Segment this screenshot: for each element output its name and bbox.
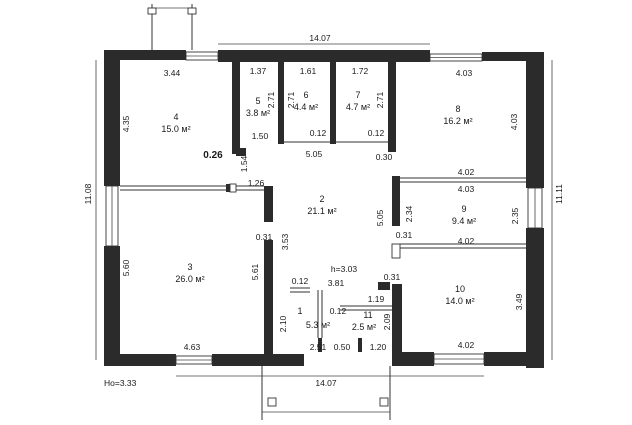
dim-2-09: 2.09 bbox=[382, 313, 392, 330]
dim-top-total: 14.07 bbox=[309, 33, 331, 43]
dim-2-71-c: 2.71 bbox=[375, 91, 385, 108]
wall-right-upper bbox=[526, 52, 544, 188]
wall-hall-room9 bbox=[392, 176, 400, 226]
dim-5-61: 5.61 bbox=[250, 263, 260, 280]
room-6-number: 6 bbox=[303, 90, 308, 100]
dim-2-71-a: 2.71 bbox=[266, 91, 276, 108]
dim-1-37: 1.37 bbox=[250, 66, 267, 76]
dim-1-54: 1.54 bbox=[239, 155, 249, 172]
dim-2-35: 2.35 bbox=[510, 207, 520, 224]
wall-room4-east bbox=[232, 62, 240, 154]
dim-2-34: 2.34 bbox=[404, 205, 414, 222]
dim-0-12-d: 0.12 bbox=[330, 306, 347, 316]
dim-2-10: 2.10 bbox=[278, 315, 288, 332]
wall-6-7 bbox=[330, 62, 336, 144]
dim-0-31-c: 0.31 bbox=[384, 272, 401, 282]
room-11-number: 11 bbox=[363, 310, 372, 320]
room-1-number: 1 bbox=[297, 306, 302, 316]
wall-top-left bbox=[104, 50, 186, 60]
room-2-number: 2 bbox=[319, 194, 324, 204]
dim-4-02-c: 4.02 bbox=[458, 340, 475, 350]
porch-top bbox=[147, 4, 197, 50]
dim-4-02-b: 4.02 bbox=[458, 236, 475, 246]
dim-0-31-a: 0.31 bbox=[256, 232, 273, 242]
dim-4-03-mid: 4.03 bbox=[458, 184, 475, 194]
wall-bottom-right bbox=[484, 352, 544, 366]
dim-4-35: 4.35 bbox=[121, 115, 131, 132]
floor-height-note: Ho=3.33 bbox=[104, 378, 137, 388]
wall-5-6 bbox=[278, 62, 284, 144]
wall-7-8 bbox=[388, 62, 396, 152]
dim-3-53: 3.53 bbox=[280, 233, 290, 250]
dim-0-30: 0.30 bbox=[376, 152, 393, 162]
dim-0-50: 0.50 bbox=[334, 342, 351, 352]
dimension-lines bbox=[95, 43, 553, 377]
room-8-area: 16.2 м² bbox=[443, 116, 472, 126]
dim-right-total: 11.11 bbox=[554, 184, 564, 204]
wall-bottom-left bbox=[104, 354, 176, 366]
dim-5-05-b: 5.05 bbox=[375, 209, 385, 226]
room-3-number: 3 bbox=[187, 262, 192, 272]
room-10-number: 10 bbox=[455, 284, 465, 294]
dim-3-49: 3.49 bbox=[514, 293, 524, 310]
wall-hall-room3-upper bbox=[264, 186, 273, 222]
outer-walls bbox=[104, 50, 544, 368]
room-9-area: 9.4 м² bbox=[452, 216, 476, 226]
dim-4-63: 4.63 bbox=[184, 342, 201, 352]
dim-5-05-a: 5.05 bbox=[306, 149, 323, 159]
dim-1-61: 1.61 bbox=[300, 66, 317, 76]
dim-4-03-right: 4.03 bbox=[509, 113, 519, 130]
room-10-area: 14.0 м² bbox=[445, 296, 474, 306]
wall-bottom-mid-left bbox=[212, 354, 304, 366]
wall-left-lower bbox=[104, 246, 120, 366]
room-11-area: 2.5 м² bbox=[352, 322, 376, 332]
dim-1-19: 1.19 bbox=[368, 294, 385, 304]
ceiling-height-note: h=3.03 bbox=[331, 264, 358, 274]
dim-0-26: 0.26 bbox=[203, 150, 223, 161]
dim-2-71-b: 2.71 bbox=[286, 91, 296, 108]
wall-right-lower bbox=[526, 228, 544, 368]
partition-lines bbox=[120, 141, 526, 338]
room-9-number: 9 bbox=[461, 204, 466, 214]
window-openings bbox=[105, 51, 543, 365]
dimension-labels: 14.07 14.07 11.08 11.11 3.44 1.37 1.61 1… bbox=[83, 33, 564, 388]
dim-4-02-a: 4.02 bbox=[458, 167, 475, 177]
dim-5-60: 5.60 bbox=[121, 259, 131, 276]
wall-top-middle bbox=[218, 50, 430, 62]
dim-0-12-b: 0.12 bbox=[368, 128, 385, 138]
dim-0-31-b: 0.31 bbox=[396, 230, 413, 240]
room-1-area: 5.3 м² bbox=[306, 320, 330, 330]
room-8-number: 8 bbox=[455, 104, 460, 114]
porch-bottom bbox=[261, 366, 391, 420]
dim-1-72: 1.72 bbox=[352, 66, 369, 76]
dim-left-total: 11.08 bbox=[83, 183, 93, 204]
wall-top-right bbox=[482, 52, 544, 61]
dim-1-20: 1.20 bbox=[370, 342, 387, 352]
dim-3-44: 3.44 bbox=[164, 68, 181, 78]
dim-1-26: 1.26 bbox=[248, 178, 265, 188]
room-4-number: 4 bbox=[173, 112, 178, 122]
dim-4-03-top: 4.03 bbox=[456, 68, 473, 78]
dim-3-81: 3.81 bbox=[328, 278, 345, 288]
room-6-area: 4.4 м² bbox=[294, 102, 318, 112]
room-4-area: 15.0 м² bbox=[161, 124, 190, 134]
room-7-number: 7 bbox=[355, 90, 360, 100]
dim-bottom-total: 14.07 bbox=[315, 378, 337, 388]
dim-0-12-a: 0.12 bbox=[310, 128, 327, 138]
dim-0-12-c: 0.12 bbox=[292, 276, 309, 286]
wall-left-upper bbox=[104, 50, 120, 186]
room-7-area: 4.7 м² bbox=[346, 102, 370, 112]
wall-hall-room3-lower bbox=[264, 240, 273, 354]
wall-bottom-mid-right bbox=[392, 352, 434, 366]
dim-2-51: 2.51 bbox=[310, 342, 327, 352]
room-labels: 4 15.0 м² 5 3.8 м² 6 4.4 м² 7 4.7 м² 8 1… bbox=[161, 90, 476, 332]
room-5-number: 5 bbox=[255, 96, 260, 106]
room-2-area: 21.1 м² bbox=[307, 206, 336, 216]
wall-room11-east bbox=[392, 284, 402, 354]
dim-1-50: 1.50 bbox=[252, 131, 269, 141]
room-3-area: 26.0 м² bbox=[175, 274, 204, 284]
room-5-area: 3.8 м² bbox=[246, 108, 270, 118]
